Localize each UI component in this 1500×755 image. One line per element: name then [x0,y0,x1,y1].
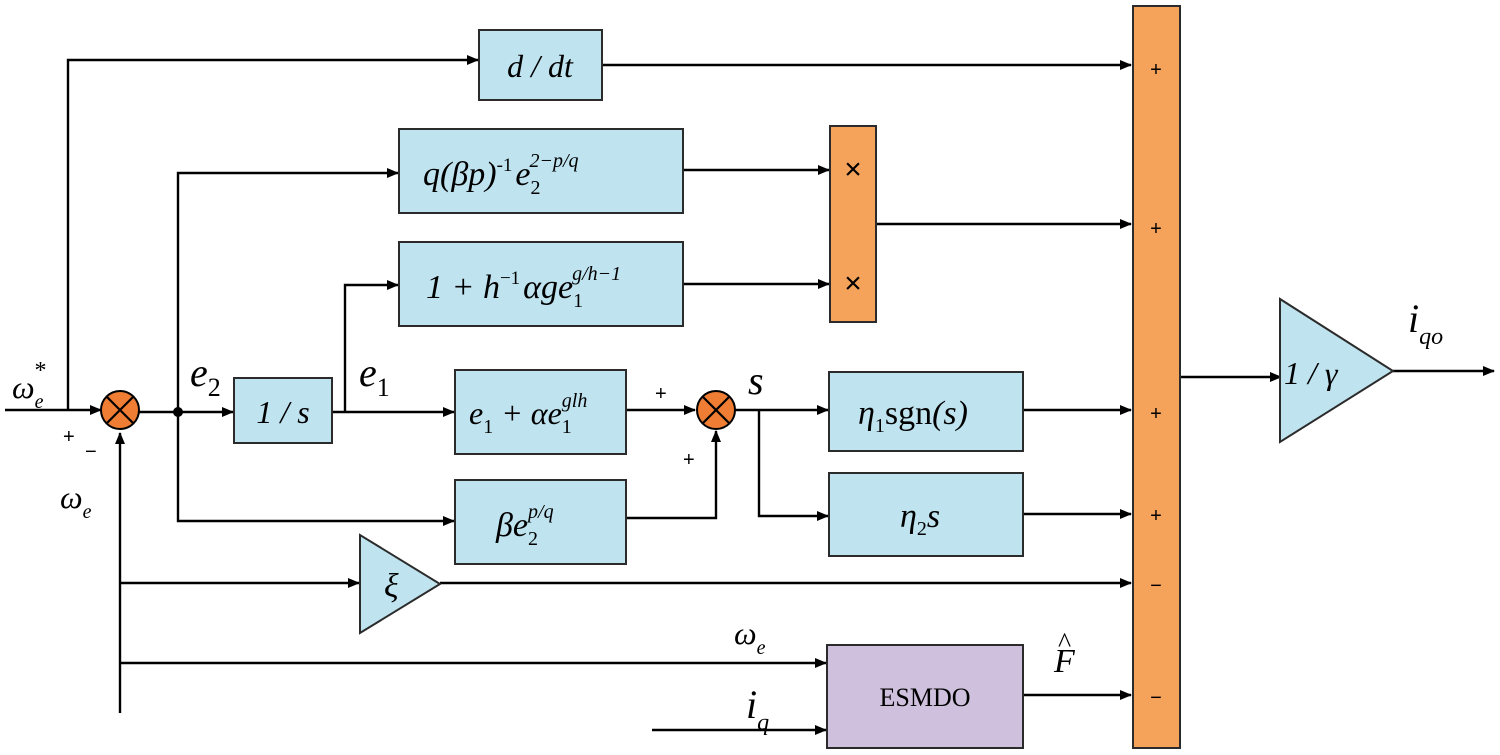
summer-sign-3: + [1150,403,1162,425]
multiplier-block: × × [829,125,877,323]
observer-block: ESMDO [826,644,1024,749]
wire-e2-to-beta-term [176,412,455,526]
summer-sign-1: + [1150,59,1162,81]
label-omega-ref: ωe* [12,358,46,413]
label-fhat: F ^ [1053,628,1076,680]
label-output: iqo [1408,296,1443,350]
wire-ref-to-derivative [66,55,479,410]
h-term-block: 1 + h−1αge1g/h−1 [398,241,684,327]
sum-junction-2 [696,390,736,430]
wire-beta-term-to-j2 [626,430,721,520]
integrator-label: 1 / s [256,394,309,430]
q-term-label: q(βp)-1e22−p/q [423,150,579,199]
observer-label: ESMDO [879,683,970,712]
e1-term-label: e1 + αe1glh [469,390,587,438]
h-term-label: 1 + h−1αge1g/h−1 [426,263,621,312]
j2-plus-bottom-sign: + [683,449,695,471]
eta2-block: η2s [828,472,1024,557]
integrator-block: 1 / s [233,377,333,444]
wires [5,55,1495,735]
gamma-label: 1 / γ [1284,355,1339,391]
xi-gain-block: ξ [359,533,442,635]
label-omega-feedback: ωe [60,479,92,523]
summer-block: + + + + − − [1132,5,1181,749]
wire-s-to-eta2 [757,410,829,521]
label-omega-observer: ωe [734,615,766,659]
summer-sign-5: − [1150,575,1162,597]
multiplier-sign-top: × [844,153,862,186]
j1-plus-sign: + [63,426,75,448]
e1-term-block: e1 + αe1glh [454,369,627,455]
svg-text:^: ^ [1058,628,1071,659]
beta-term-block: βe2p/q [454,479,627,565]
j2-plus-top-sign: + [655,383,667,405]
svg-text:F: F [1053,643,1076,680]
q-term-block: q(βp)-1e22−p/q [398,128,684,214]
summer-sign-4: + [1150,505,1162,527]
sgn-block: η1sgn(s) [828,371,1024,452]
xi-label: ξ [384,568,399,605]
beta-term-label: βe2p/q [495,501,554,550]
sum-junction-1 [100,390,140,430]
label-s: s [748,358,764,403]
derivative-block: d / dt [478,29,603,101]
wire-e2-to-q-term [176,168,399,412]
wire-e1-to-h-term [343,280,399,412]
summer-sign-2: + [1150,218,1162,240]
derivative-label: d / dt [507,48,574,84]
sgn-label: η1sgn(s) [858,395,968,437]
label-e2: e2 [190,350,221,402]
branch-dot [173,407,183,417]
j1-minus-sign: − [85,441,97,463]
multiplier-sign-bottom: × [844,267,862,300]
label-e1: e1 [359,350,390,402]
eta2-label: η2s [900,498,940,540]
gamma-gain-block: 1 / γ [1279,297,1395,444]
summer-sign-6: − [1150,687,1162,709]
label-iq: iq [746,682,769,736]
